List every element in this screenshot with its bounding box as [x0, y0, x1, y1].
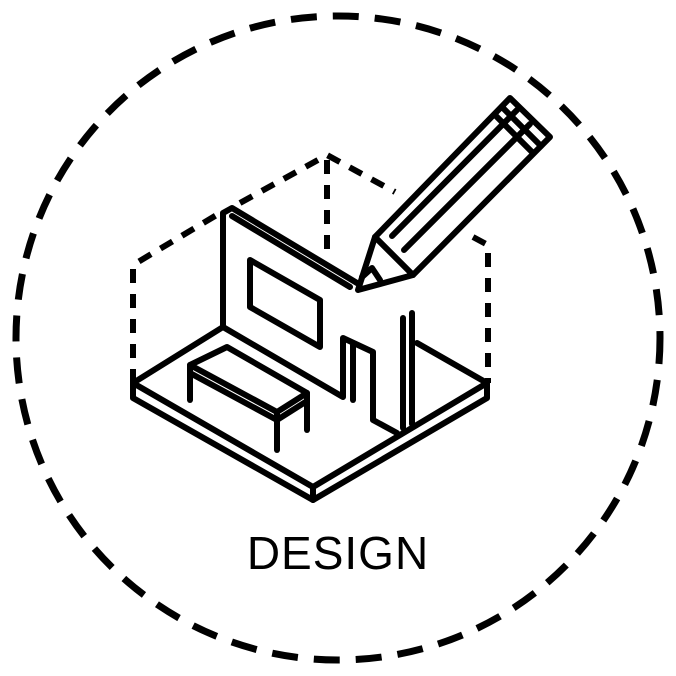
dashed-guides — [130, 152, 491, 383]
window — [247, 257, 323, 350]
design-label: DESIGN — [246, 527, 430, 579]
bench — [187, 344, 310, 453]
wall — [220, 205, 415, 436]
dashed-circle-border — [12, 12, 664, 664]
pencil-icon — [355, 95, 553, 293]
floor-platform — [130, 324, 490, 503]
